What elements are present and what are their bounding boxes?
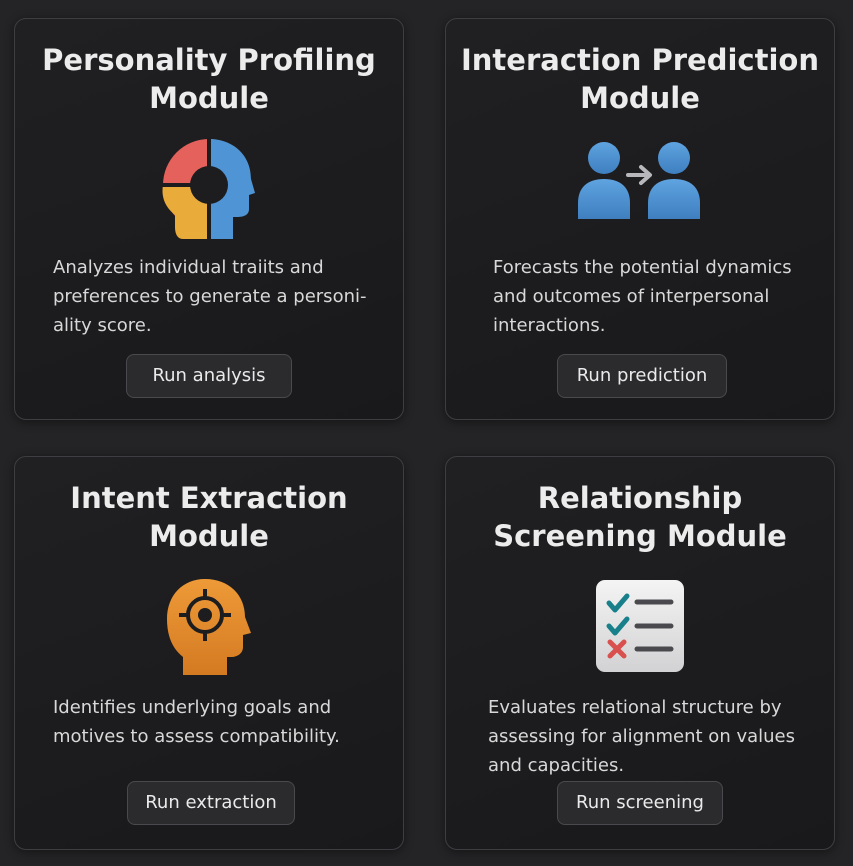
- run-screening-button[interactable]: Run screening: [557, 781, 723, 825]
- head-target-icon: [165, 575, 253, 683]
- run-prediction-button[interactable]: Run prediction: [557, 354, 727, 398]
- card-title: Personality Profiling Module: [15, 41, 403, 117]
- card-title-line: Module: [580, 81, 700, 115]
- card-title-line: Personality Profiling: [42, 43, 376, 77]
- card-description: Analyzes individual traiits and preferen…: [53, 253, 366, 340]
- head-puzzle-icon: [159, 135, 259, 245]
- module-card-relationship-screening: Relationship Screening Module Evaluates …: [445, 456, 835, 850]
- card-description-line: motives to assess compatibility.: [53, 726, 340, 747]
- card-title-line: Relationship: [537, 481, 743, 515]
- people-interaction-icon: [576, 139, 704, 227]
- card-title-line: Interaction Prediction: [461, 43, 819, 77]
- card-description-line: assessing for alignment on values: [488, 726, 795, 747]
- card-description-line: Evaluates relational structure by: [488, 697, 782, 718]
- card-description-line: preferences to generate a personi-: [53, 286, 367, 307]
- card-title-line: Module: [149, 81, 269, 115]
- card-description-line: ality score.: [53, 315, 152, 336]
- module-card-interaction-prediction: Interaction Prediction Module Forecasts …: [445, 18, 835, 420]
- module-card-intent-extraction: Intent Extraction Module Identifies unde…: [14, 456, 404, 850]
- card-description-line: and capacities.: [488, 755, 625, 776]
- card-title: Relationship Screening Module: [446, 479, 834, 555]
- card-description: Evaluates relational structure by assess…: [488, 693, 795, 780]
- run-analysis-button[interactable]: Run analysis: [126, 354, 292, 398]
- card-description: Identifies underlying goals and motives …: [53, 693, 340, 751]
- run-extraction-button[interactable]: Run extraction: [127, 781, 295, 825]
- card-title-line: Module: [149, 519, 269, 553]
- card-title-line: Screening Module: [493, 519, 787, 553]
- card-description-line: Forecasts the potential dynamics: [493, 257, 792, 278]
- module-card-personality-profiling: Personality Profiling Module Analyzes in…: [14, 18, 404, 420]
- card-title: Interaction Prediction Module: [446, 41, 834, 117]
- card-description-line: interactions.: [493, 315, 606, 336]
- card-description-line: Analyzes individual traiits and: [53, 257, 324, 278]
- card-description-line: and outcomes of interpersonal: [493, 286, 770, 307]
- card-description-line: Identifies underlying goals and: [53, 697, 332, 718]
- card-title: Intent Extraction Module: [15, 479, 403, 555]
- checklist-icon: [595, 579, 685, 677]
- card-description: Forecasts the potential dynamics and out…: [493, 253, 792, 340]
- card-title-line: Intent Extraction: [70, 481, 348, 515]
